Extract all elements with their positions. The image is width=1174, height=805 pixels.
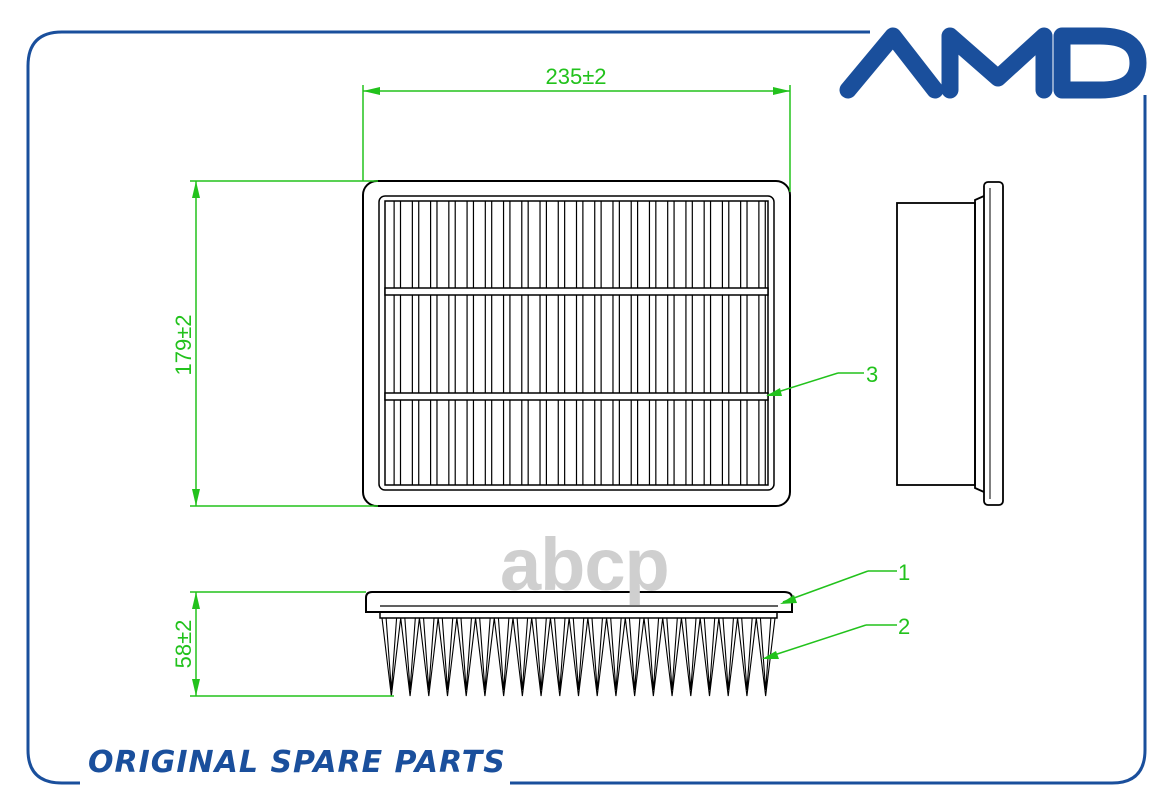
height-dimension (190, 180, 378, 507)
callout-2-label: 2 (898, 614, 910, 639)
pleat-tooth-path (381, 617, 776, 697)
callout-3-label: 3 (866, 362, 878, 387)
pleat-teeth (381, 617, 776, 697)
pleat-lines (393, 201, 766, 485)
sheet-border (26, 30, 1147, 785)
callout-1-leader (780, 570, 897, 604)
callout-2-leader (762, 624, 897, 659)
callout-1-label: 1 (898, 560, 910, 585)
filter-front-view (362, 180, 791, 507)
filter-side-view (896, 181, 1004, 506)
depth-dimension (190, 591, 394, 697)
width-dimension (362, 85, 791, 192)
watermark: abcp (500, 523, 670, 606)
brand-logo (839, 27, 1147, 99)
width-dimension-label: 235±2 (545, 64, 606, 89)
height-dimension-label: 179±2 (171, 314, 196, 375)
callout-3-leader (766, 372, 864, 396)
footer-caption: ORIGINAL SPARE PARTS (88, 745, 506, 780)
filter-bottom-view (365, 591, 793, 697)
depth-dimension-label: 58±2 (171, 620, 196, 669)
